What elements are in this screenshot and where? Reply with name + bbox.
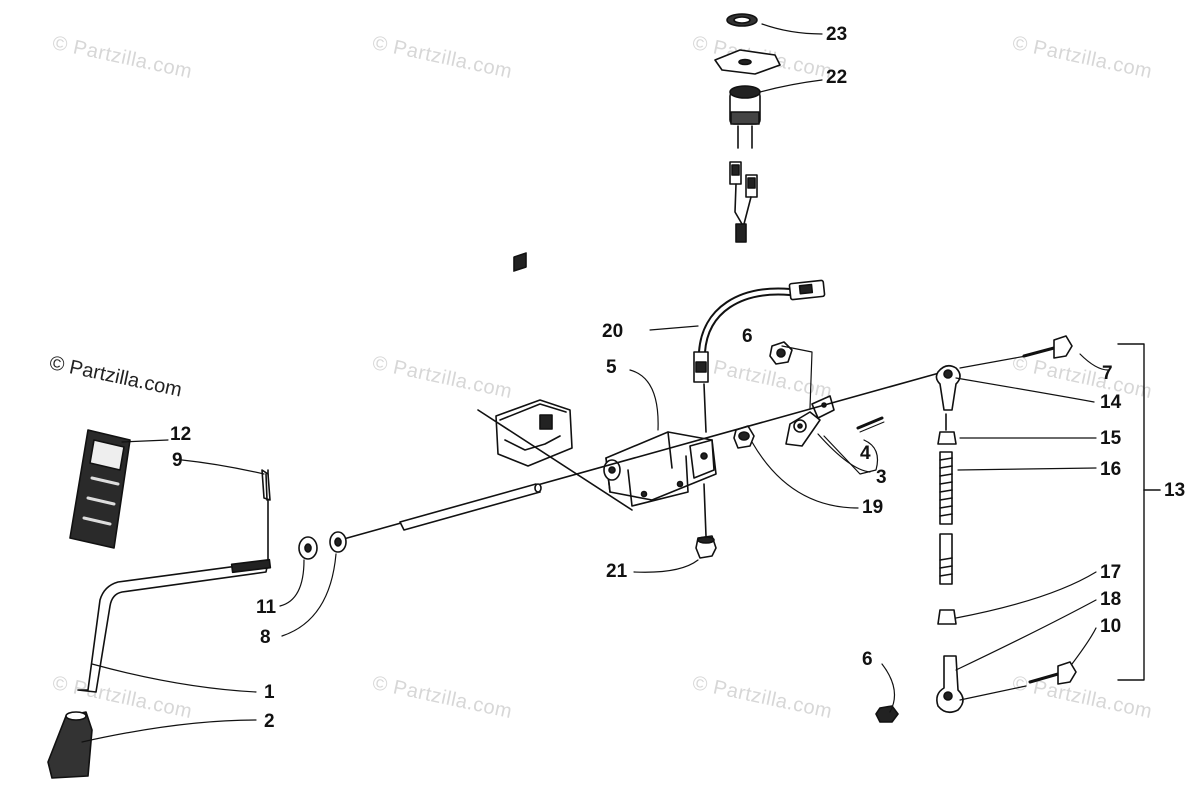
callout-21: 21 bbox=[606, 561, 628, 582]
part-14-rod-end bbox=[935, 364, 961, 411]
part-11-washer bbox=[298, 536, 318, 560]
callout-17: 17 bbox=[1100, 562, 1122, 583]
callout-18: 18 bbox=[1100, 589, 1122, 610]
callout-2: 2 bbox=[264, 711, 275, 732]
callout-12: 12 bbox=[170, 424, 192, 445]
callout-14: 14 bbox=[1100, 392, 1122, 413]
part-4-pin bbox=[856, 416, 885, 433]
callout-19: 19 bbox=[862, 497, 884, 518]
part-22-switch bbox=[729, 85, 761, 243]
part-shaft bbox=[339, 369, 951, 541]
part-3-bracket bbox=[785, 395, 835, 447]
part-19-nut bbox=[733, 425, 755, 449]
callout-7: 7 bbox=[1102, 363, 1113, 384]
part-2-grip bbox=[47, 711, 93, 779]
part-15-nut bbox=[937, 413, 957, 445]
callout-22: 22 bbox=[826, 67, 848, 88]
callout-11: 11 bbox=[256, 597, 277, 618]
leader-lines bbox=[81, 23, 1109, 743]
part-23-cap bbox=[726, 13, 758, 27]
callout-6-bottom: 6 bbox=[862, 649, 873, 670]
callout-1: 1 bbox=[264, 682, 275, 703]
group-13-bracket bbox=[1117, 343, 1145, 681]
part-8-washer bbox=[329, 531, 347, 553]
part-5-housing bbox=[603, 431, 717, 537]
callout-20: 20 bbox=[602, 321, 624, 342]
part-16-rod bbox=[939, 451, 953, 585]
callout-5: 5 bbox=[606, 357, 617, 378]
part-12-decal bbox=[69, 429, 131, 549]
callout-23: 23 bbox=[826, 24, 848, 45]
callout-3: 3 bbox=[876, 467, 887, 488]
part-gasket bbox=[714, 49, 781, 75]
part-17-nut bbox=[937, 609, 957, 625]
callout-9: 9 bbox=[172, 450, 183, 471]
callout-4: 4 bbox=[860, 443, 871, 464]
callout-15: 15 bbox=[1100, 428, 1122, 449]
callout-10: 10 bbox=[1100, 616, 1122, 637]
part-7-bolt bbox=[1022, 335, 1073, 359]
part-18-rod-end bbox=[936, 655, 964, 714]
callout-13: 13 bbox=[1164, 480, 1186, 501]
part-21-nut bbox=[695, 535, 717, 559]
part-9-cotter bbox=[261, 469, 271, 501]
part-20-wire bbox=[693, 279, 826, 433]
callout-8: 8 bbox=[260, 627, 271, 648]
callout-16: 16 bbox=[1100, 459, 1122, 480]
part-6-nut-top bbox=[769, 341, 793, 365]
part-detent-block bbox=[495, 252, 573, 467]
callout-6-top: 6 bbox=[742, 326, 753, 347]
part-6-nut-bottom bbox=[875, 705, 899, 723]
part-10-bolt bbox=[1028, 661, 1077, 685]
